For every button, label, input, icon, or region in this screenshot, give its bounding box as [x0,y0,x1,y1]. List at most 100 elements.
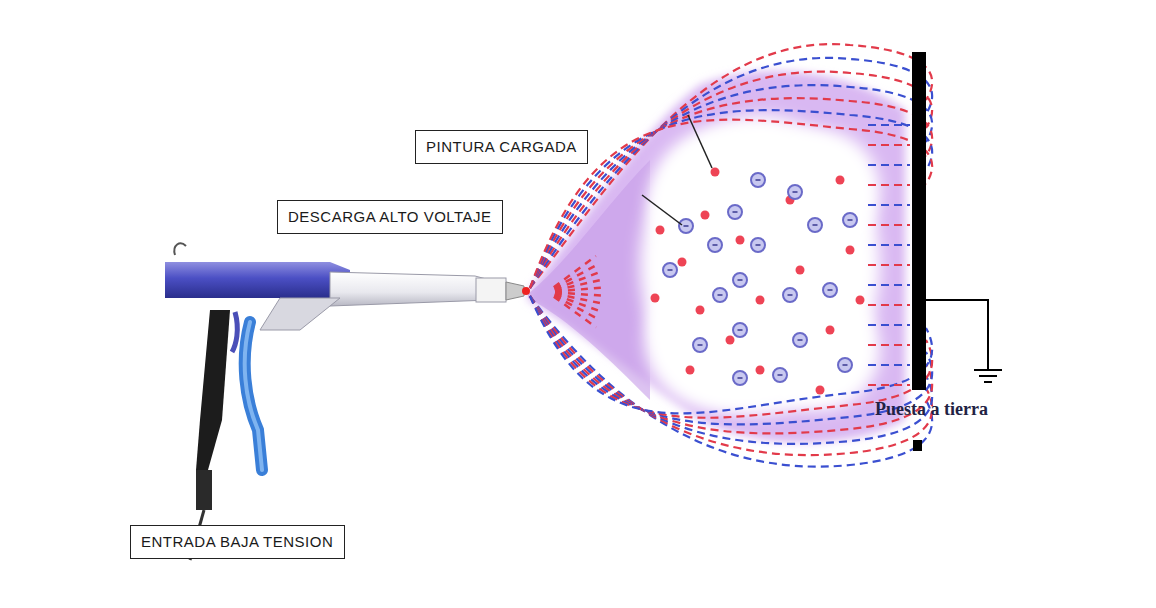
label-box: ENTRADA BAJA TENSION [130,525,345,559]
paint-particle [751,238,765,252]
charged-droplet [678,258,687,267]
charge-sign [684,225,689,227]
field-line [868,224,910,226]
charged-droplet [736,236,745,245]
field-line [868,344,910,346]
field-line [868,204,910,206]
field-line [530,98,932,288]
charge-sign [698,344,703,346]
paint-particle [838,358,852,372]
field-line [530,72,932,288]
field-line [868,304,910,306]
paint-particle [693,338,707,352]
charged-droplet [796,266,805,275]
charged-droplet [711,168,720,177]
label-text: DESCARGA ALTO VOLTAJE [288,207,492,227]
charge-sign [778,374,783,376]
paint-particle [808,218,822,232]
paint-particle [793,333,807,347]
field-line [868,364,910,366]
charged-droplet [656,226,665,235]
charge-sign [713,244,718,246]
charged-droplet [816,386,825,395]
charge-sign [793,191,798,193]
field-line [868,284,910,286]
field-lines [530,44,932,467]
charge-sign [756,179,761,181]
charged-droplet [846,246,855,255]
field-line [530,296,932,418]
charged-droplet [756,366,765,375]
field-line [530,296,932,433]
charged-droplet [756,296,765,305]
paint-particle [663,263,677,277]
discharge-line [555,288,605,292]
charged-droplet [826,326,835,335]
spray-gun [165,243,530,560]
charged-particles [651,168,865,395]
discharge-line [554,296,599,320]
discharge-line [555,292,605,295]
paint-particle [733,273,747,287]
charge-sign [828,289,833,291]
paint-particle [733,371,747,385]
field-line [868,324,910,326]
label-text: ENTRADA BAJA TENSION [141,532,334,552]
paint-particle [679,219,693,233]
ground-label: Puesta a tierra [875,398,1015,420]
charge-sign [848,219,853,221]
charged-droplet [836,176,845,185]
field-line [868,264,910,266]
charge-sign [738,279,743,281]
discharge-line [554,256,596,287]
paint-particle [713,288,727,302]
grounded-plate [912,52,1002,451]
charge-sign [733,211,738,213]
field-line [868,124,910,126]
charge-sign [738,377,743,379]
paint-particle [783,288,797,302]
discharge-line [554,297,596,328]
field-line [868,244,910,246]
charged-droplet [726,336,735,345]
discharge-line [555,294,604,304]
charged-droplet [701,211,710,220]
charged-droplet [686,366,695,375]
field-line [530,120,932,288]
paint-particle [823,283,837,297]
charge-sign [756,244,761,246]
charge-sign [788,294,793,296]
paint-particle [751,173,765,187]
label-box: PINTURA CARGADA [415,130,588,164]
field-line [530,58,932,288]
charge-sign [798,339,803,341]
paint-particle [788,185,802,199]
field-line [530,296,932,455]
field-line [868,384,910,386]
field-line [530,85,932,288]
field-line [868,164,910,166]
label-text: PINTURA CARGADA [426,137,577,157]
paint-particle [708,238,722,252]
paint-particle [773,368,787,382]
charge-sign [738,329,743,331]
field-line [530,296,932,424]
leader-lines [642,115,712,225]
field-line [530,296,932,413]
charged-droplet [696,306,705,315]
charge-sign [843,364,848,366]
paint-particle [728,205,742,219]
charge-sign [813,224,818,226]
paint-particle [733,323,747,337]
spray-cloud [528,71,905,442]
paint-particle [843,213,857,227]
field-line [530,296,932,467]
charged-droplet [651,294,660,303]
charged-droplet [856,296,865,305]
field-line [530,44,932,288]
field-line [530,110,932,288]
charge-sign [718,294,723,296]
